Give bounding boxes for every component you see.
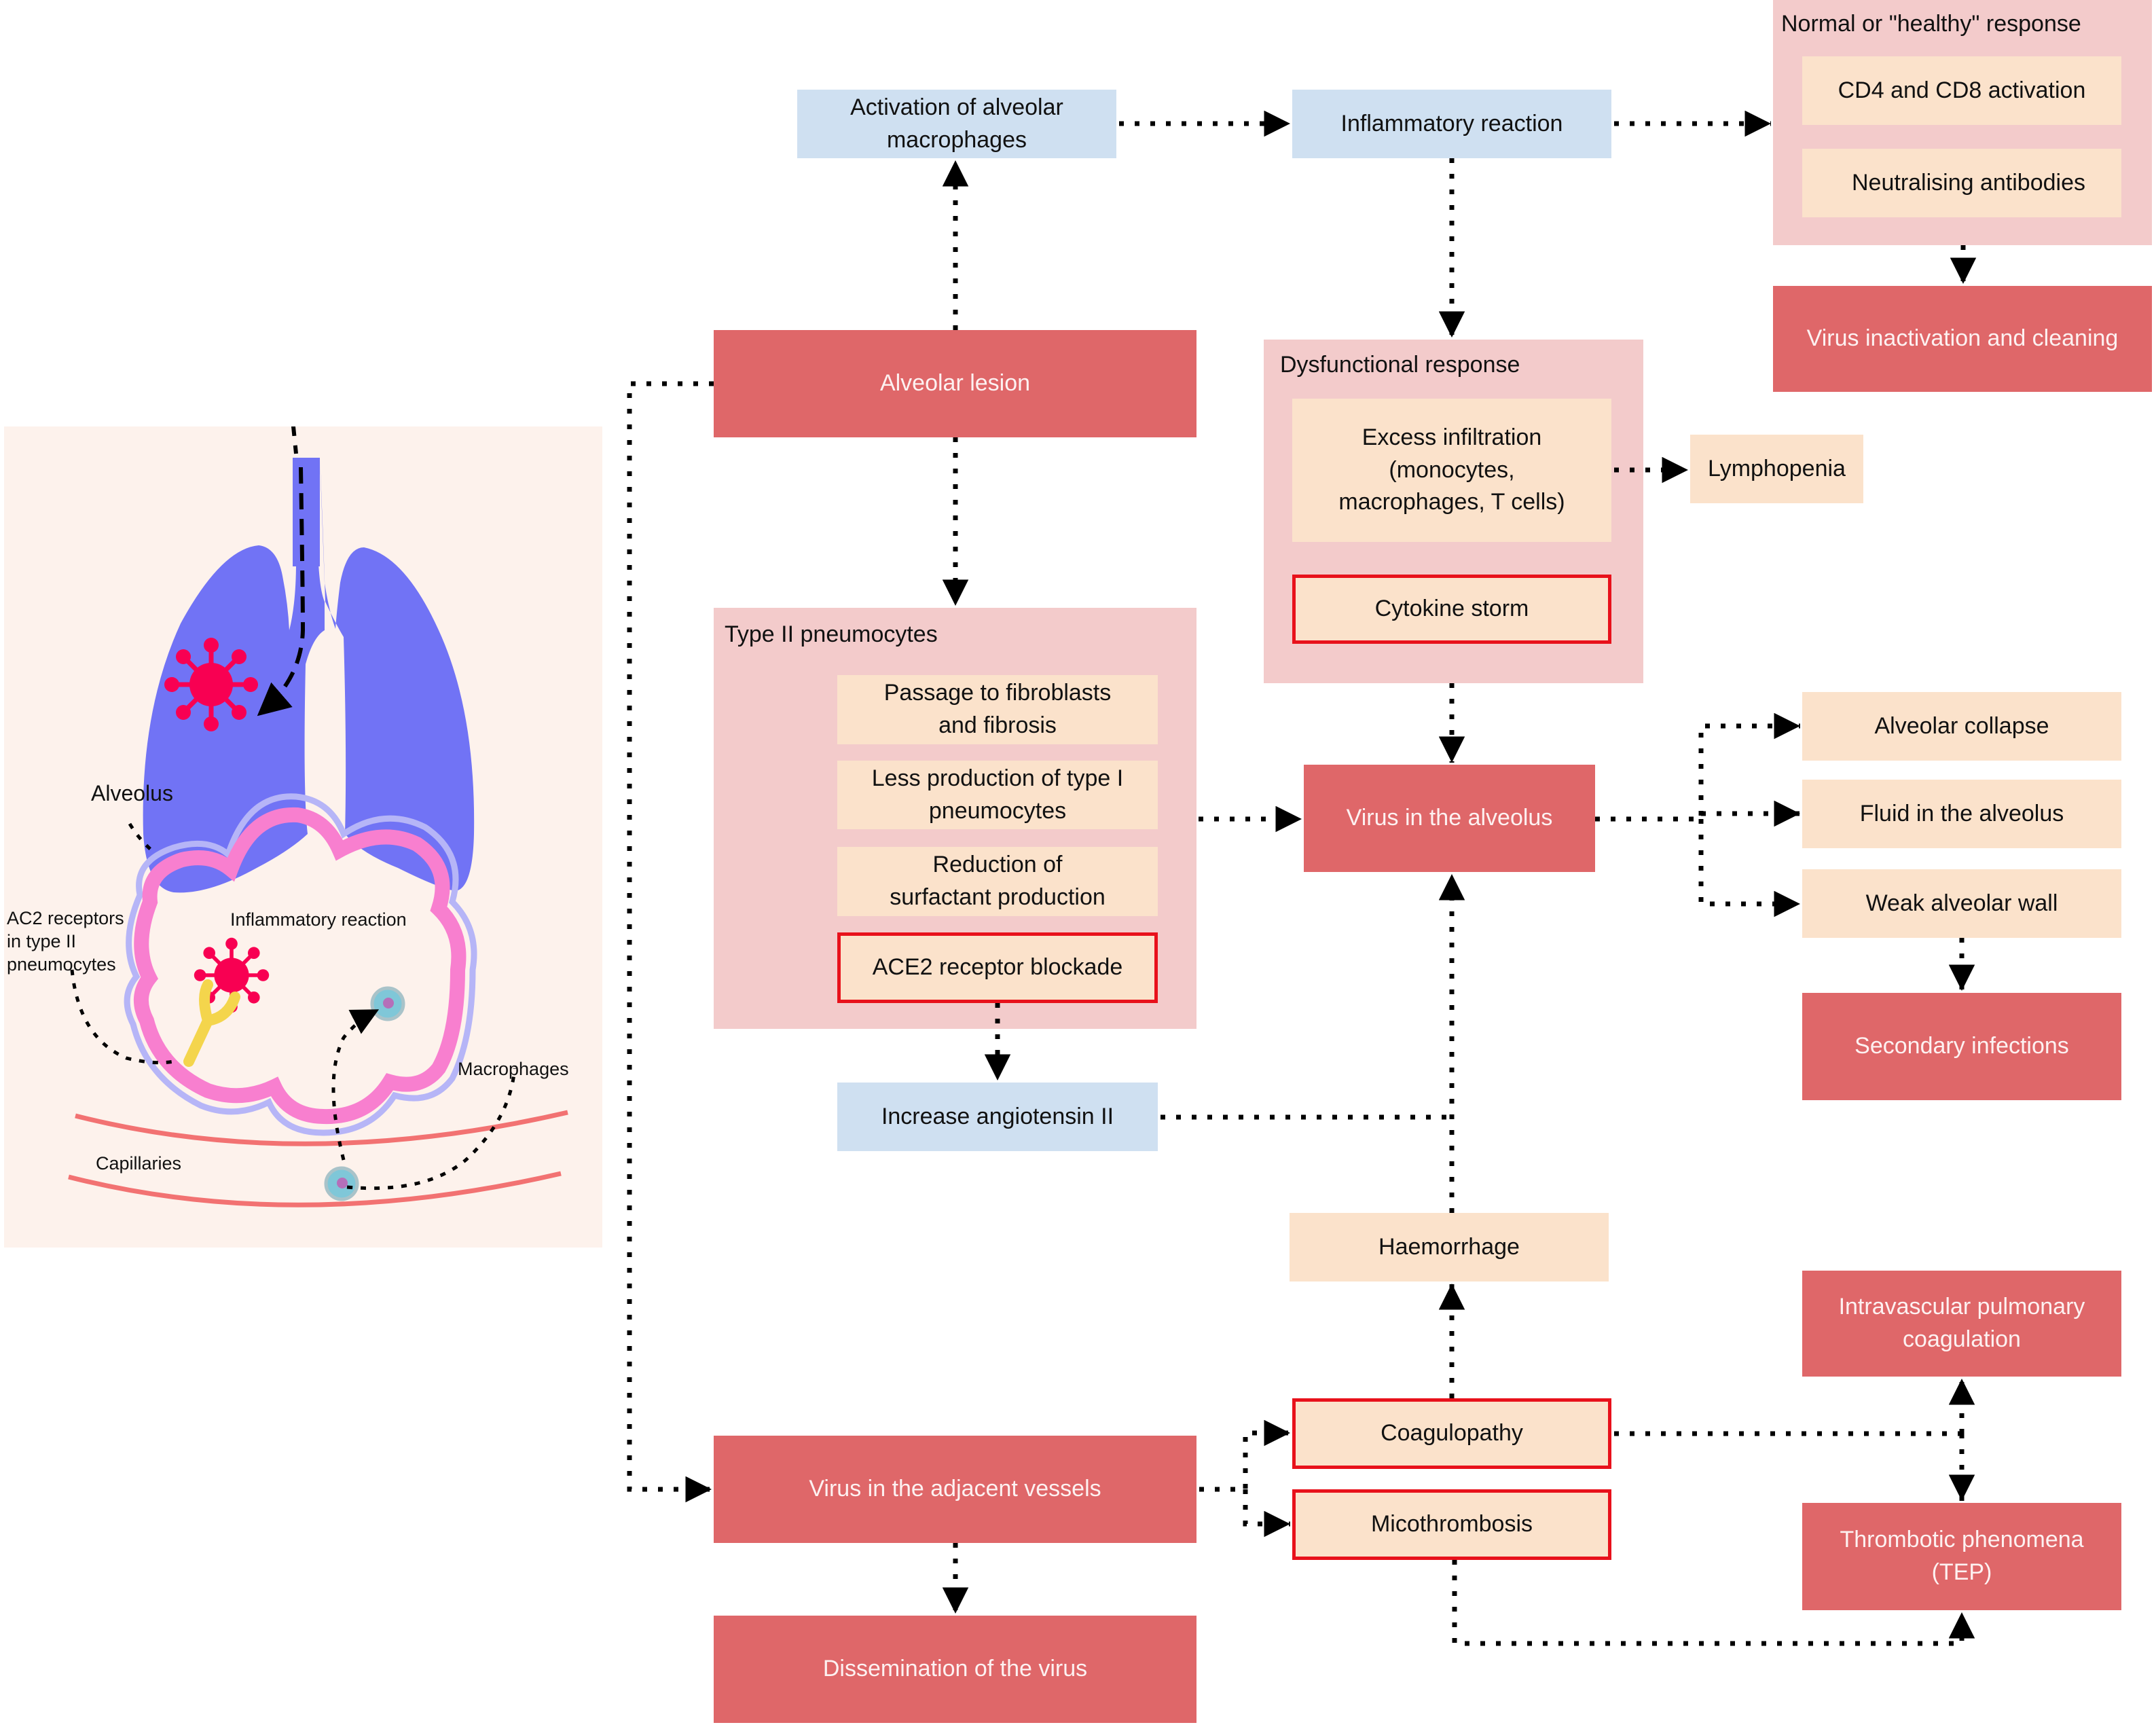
node-haemorrhage[interactable]: Haemorrhage — [1290, 1213, 1609, 1281]
node-cytokine-storm[interactable]: Cytokine storm — [1292, 575, 1611, 644]
node-intravascular-coagulation[interactable]: Intravascular pulmonary coagulation — [1802, 1271, 2121, 1377]
node-virus-inactivation[interactable]: Virus inactivation and cleaning — [1773, 286, 2152, 392]
node-coagulopathy[interactable]: Coagulopathy — [1292, 1398, 1611, 1469]
lung-alveolus-illustration — [68, 419, 568, 1207]
node-passage-fibroblasts[interactable]: Passage to fibroblasts and fibrosis — [837, 675, 1158, 744]
edge-lesion-to-vessels — [627, 381, 714, 1503]
alveolus-leader — [128, 822, 156, 854]
node-alveolar-lesion[interactable]: Alveolar lesion — [714, 330, 1196, 437]
node-activation-macrophages[interactable]: Activation of alveolar macrophages — [797, 90, 1116, 158]
node-neutralising-antibodies[interactable]: Neutralising antibodies — [1802, 149, 2121, 217]
lungs-icon — [143, 458, 475, 893]
illustration-panel: Alveolus AC2 receptors in type II pneumo… — [4, 419, 602, 1248]
node-cd4-cd8-activation[interactable]: CD4 and CD8 activation — [1802, 56, 2121, 125]
node-inflammatory-reaction[interactable]: Inflammatory reaction — [1292, 90, 1611, 158]
receptors-leader — [70, 969, 175, 1065]
node-weak-alveolar-wall[interactable]: Weak alveolar wall — [1802, 869, 2121, 938]
node-thrombotic-phenomena[interactable]: Thrombotic phenomena (TEP) — [1802, 1503, 2121, 1610]
node-lymphopenia[interactable]: Lymphopenia — [1690, 435, 1863, 503]
alveolus-label: Alveolus — [91, 781, 173, 805]
node-reduction-surfactant[interactable]: Reduction of surfactant production — [837, 847, 1158, 916]
macrophage-icon — [324, 1166, 359, 1201]
capillaries-label: Capillaries — [96, 1153, 182, 1174]
inflammatory-reaction-label: Inflammatory reaction — [230, 909, 407, 930]
type2-pneumocytes-title: Type II pneumocytes — [725, 621, 938, 647]
node-micothrombosis[interactable]: Micothrombosis — [1292, 1489, 1611, 1560]
alveolus-icon — [124, 793, 477, 1136]
macrophages-leader — [346, 1068, 517, 1190]
macrophage-migration-path — [331, 1009, 380, 1161]
edge-vessels-to-coagulopathy — [1199, 1419, 1290, 1492]
node-excess-infiltration[interactable]: Excess infiltration (monocytes, macropha… — [1292, 399, 1611, 542]
node-virus-in-alveolus[interactable]: Virus in the alveolus — [1304, 765, 1595, 872]
node-less-type1-pneumocytes[interactable]: Less production of type I pneumocytes — [837, 761, 1158, 829]
node-dissemination[interactable]: Dissemination of the virus — [714, 1616, 1196, 1723]
node-virus-adjacent-vessels[interactable]: Virus in the adjacent vessels — [714, 1436, 1196, 1543]
edge-virus-alveolus-to-collapse — [1595, 712, 1800, 822]
receptors-label: AC2 receptors in type II pneumocytes — [7, 908, 124, 975]
node-fluid-in-alveolus[interactable]: Fluid in the alveolus — [1802, 780, 2121, 848]
node-ace2-blockade[interactable]: ACE2 receptor blockade — [837, 932, 1158, 1003]
node-secondary-infections[interactable]: Secondary infections — [1802, 993, 2121, 1100]
dysfunctional-response-title: Dysfunctional response — [1280, 352, 1520, 378]
macrophages-label: Macrophages — [458, 1059, 569, 1079]
normal-response-title: Normal or "healthy" response — [1781, 11, 2081, 37]
capillary-lower — [68, 1171, 562, 1207]
receptor-icon — [183, 979, 240, 1067]
node-increase-angiotensin[interactable]: Increase angiotensin II — [837, 1083, 1158, 1151]
virus-icon — [164, 638, 258, 731]
macrophage-icon — [370, 986, 405, 1021]
edge-virus-alveolus-to-weak-wall — [1698, 819, 1800, 917]
node-alveolar-collapse[interactable]: Alveolar collapse — [1802, 692, 2121, 761]
edge-vessels-to-micothrombosis — [1243, 1489, 1290, 1538]
